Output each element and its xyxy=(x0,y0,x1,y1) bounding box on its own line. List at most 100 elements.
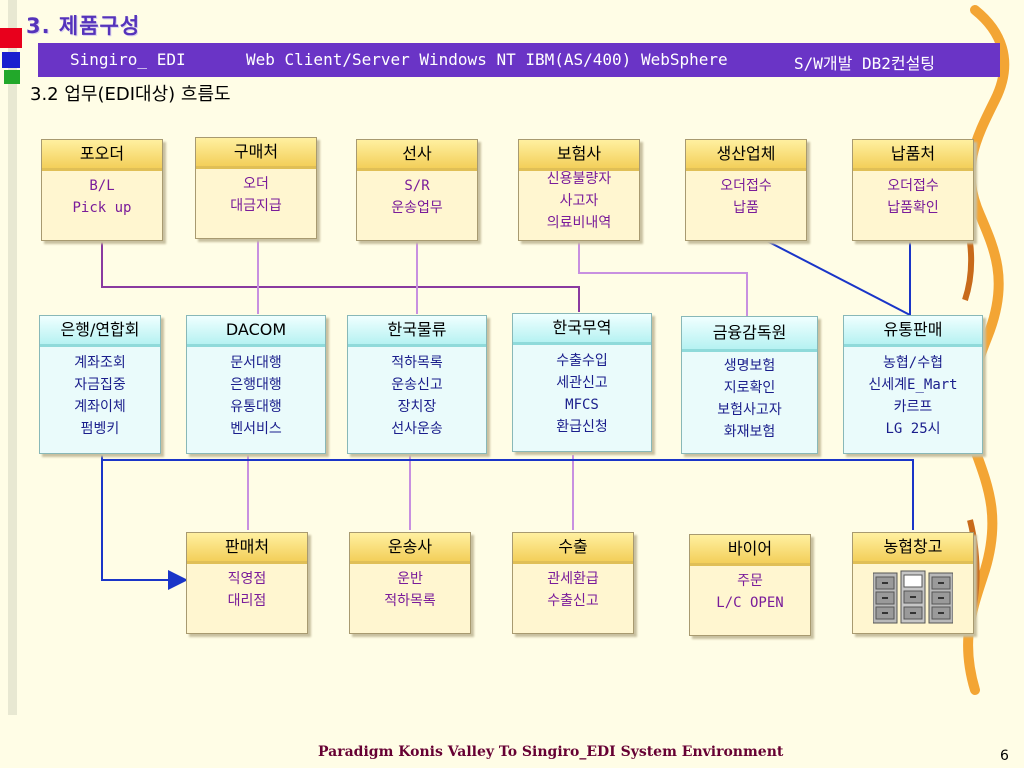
node-korea-logistics-line-2: 운송신고 xyxy=(391,377,443,393)
node-buyer-org-body: 오더 대금지급 xyxy=(196,173,316,217)
node-korea-logistics-line-1: 적하목록 xyxy=(391,355,443,371)
node-export-line-2: 수출신고 xyxy=(547,593,599,609)
node-korea-trade-line-1: 수출수입 xyxy=(556,353,608,369)
node-buyer-org-title: 구매처 xyxy=(196,138,316,169)
node-korea-logistics-title: 한국물류 xyxy=(348,316,486,347)
node-po-line-2: Pick up xyxy=(72,200,132,216)
node-dacom-line-2: 은행대행 xyxy=(230,377,282,393)
diagram-subtitle: 3.2 업무(EDI대상) 흐름도 xyxy=(30,84,231,105)
node-manufacturer-line-1: 오더접수 xyxy=(720,178,772,194)
node-manufacturer-title: 생산업체 xyxy=(686,140,806,171)
node-bank-line-3: 계좌이체 xyxy=(74,399,126,415)
node-shipping-line-1: S/R xyxy=(404,178,430,194)
node-bank: 은행/연합회 계좌조회 자금집중 계좌이체 펌벵키 xyxy=(39,315,161,454)
node-po-body: B/L Pick up xyxy=(42,175,162,219)
node-buyer-org: 구매처 오더 대금지급 xyxy=(195,137,317,239)
node-bank-line-4: 펌벵키 xyxy=(80,421,120,437)
banner-product: Singiro_ EDI xyxy=(70,50,186,69)
node-supplier-line-2: 납품확인 xyxy=(887,200,939,216)
node-korea-logistics-body: 적하목록 운송신고 장치장 선사운송 xyxy=(348,352,486,440)
page-number: 6 xyxy=(1000,748,1009,764)
node-distribution-line-3: 카르프 xyxy=(893,399,933,415)
red-square-decoration xyxy=(0,28,22,48)
node-seller-line-1: 직영점 xyxy=(227,571,267,587)
node-buyer-line-1: 주문 xyxy=(737,573,763,589)
purple-connector xyxy=(101,240,580,312)
node-carrier: 운송사 운반 적하목록 xyxy=(349,532,471,634)
node-manufacturer: 생산업체 오더접수 납품 xyxy=(685,139,807,241)
left-edge-bar xyxy=(8,0,17,715)
node-distribution-title: 유통판매 xyxy=(844,316,982,347)
banner-platform: Web Client/Server Windows NT IBM(AS/400)… xyxy=(246,50,728,69)
node-bank-body: 계좌조회 자금집중 계좌이체 펌벵키 xyxy=(40,352,160,440)
node-korea-trade-title: 한국무역 xyxy=(513,314,651,345)
node-dacom: DACOM 문서대행 은행대행 유통대행 벤서비스 xyxy=(186,315,326,454)
node-seller-title: 판매처 xyxy=(187,533,307,564)
node-supplier-line-1: 오더접수 xyxy=(887,178,939,194)
green-square-decoration xyxy=(4,70,20,84)
node-buyer-line-2: L/C OPEN xyxy=(716,595,784,611)
node-buyer-body: 주문 L/C OPEN xyxy=(690,570,810,614)
node-warehouse: 농협창고 xyxy=(852,532,974,634)
node-insurance: 보험사 신용불량자 사고자 의료비내역 xyxy=(518,139,640,241)
node-insurance-line-1: 신용불량자 xyxy=(546,171,612,187)
node-supplier-body: 오더접수 납품확인 xyxy=(853,175,973,219)
node-insurance-title: 보험사 xyxy=(519,140,639,171)
node-insurance-line-3: 의료비내역 xyxy=(546,215,612,231)
node-shipping-body: S/R 운송업무 xyxy=(357,175,477,219)
node-buyer: 바이어 주문 L/C OPEN xyxy=(689,534,811,636)
node-shipping: 선사 S/R 운송업무 xyxy=(356,139,478,241)
node-korea-trade: 한국무역 수출수입 세관신고 MFCS 환급신청 xyxy=(512,313,652,452)
banner-dev: S/W개발 DB2컨설팅 xyxy=(794,54,936,73)
node-fss-title: 금융감독원 xyxy=(682,317,817,352)
node-carrier-title: 운송사 xyxy=(350,533,470,564)
node-dacom-title: DACOM xyxy=(187,316,325,347)
node-export-title: 수출 xyxy=(513,533,633,564)
node-korea-trade-line-2: 세관신고 xyxy=(556,375,608,391)
slide-title: 3. 제품구성 xyxy=(26,14,141,38)
node-fss-body: 생명보험 지로확인 보험사고자 화재보험 xyxy=(682,355,817,443)
node-fss-line-4: 화재보험 xyxy=(723,424,776,440)
node-dacom-line-1: 문서대행 xyxy=(230,355,282,371)
product-banner: Singiro_ EDI Web Client/Server Windows N… xyxy=(38,43,1000,77)
node-carrier-line-1: 운반 xyxy=(397,571,423,587)
node-seller-body: 직영점 대리점 xyxy=(187,568,307,612)
node-carrier-body: 운반 적하목록 xyxy=(350,568,470,612)
node-bank-line-2: 자금집중 xyxy=(74,377,126,393)
node-distribution: 유통판매 농협/수협 신세계E_Mart 카르프 LG 25시 xyxy=(843,315,983,454)
node-dacom-line-4: 벤서비스 xyxy=(230,421,282,437)
lilac-connectors xyxy=(247,240,748,530)
node-fss-line-3: 보험사고자 xyxy=(717,402,782,418)
node-fss: 금융감독원 생명보험 지로확인 보험사고자 화재보험 xyxy=(681,316,818,454)
node-warehouse-title: 농협창고 xyxy=(853,533,973,564)
node-supplier-title: 납품처 xyxy=(853,140,973,171)
node-distribution-body: 농협/수협 신세계E_Mart 카르프 LG 25시 xyxy=(844,352,982,440)
node-buyer-org-line-1: 오더 xyxy=(243,176,269,192)
node-export: 수출 관세환급 수출신고 xyxy=(512,532,634,634)
node-po-line-1: B/L xyxy=(89,178,115,194)
file-cabinet-icon xyxy=(873,570,953,624)
node-insurance-line-2: 사고자 xyxy=(559,193,599,209)
node-buyer-org-line-2: 대금지급 xyxy=(230,198,282,214)
node-export-body: 관세환급 수출신고 xyxy=(513,568,633,612)
node-distribution-line-4: LG 25시 xyxy=(885,421,941,437)
node-carrier-line-2: 적하목록 xyxy=(384,593,436,609)
node-seller: 판매처 직영점 대리점 xyxy=(186,532,308,634)
node-buyer-title: 바이어 xyxy=(690,535,810,566)
node-distribution-line-1: 농협/수협 xyxy=(883,355,943,371)
node-manufacturer-line-2: 납품 xyxy=(733,200,759,216)
node-export-line-1: 관세환급 xyxy=(547,571,599,587)
node-seller-line-2: 대리점 xyxy=(227,593,267,609)
node-fss-line-1: 생명보험 xyxy=(723,358,776,374)
node-manufacturer-body: 오더접수 납품 xyxy=(686,175,806,219)
node-distribution-line-2: 신세계E_Mart xyxy=(868,377,958,393)
node-po-title: 포오더 xyxy=(42,140,162,171)
node-korea-logistics-line-3: 장치장 xyxy=(397,399,437,415)
blue-connectors xyxy=(101,239,914,590)
node-shipping-title: 선사 xyxy=(357,140,477,171)
node-shipping-line-2: 운송업무 xyxy=(391,200,443,216)
node-korea-trade-line-3: MFCS xyxy=(565,397,599,413)
node-korea-trade-line-4: 환급신청 xyxy=(556,419,608,435)
node-bank-line-1: 계좌조회 xyxy=(74,355,126,371)
